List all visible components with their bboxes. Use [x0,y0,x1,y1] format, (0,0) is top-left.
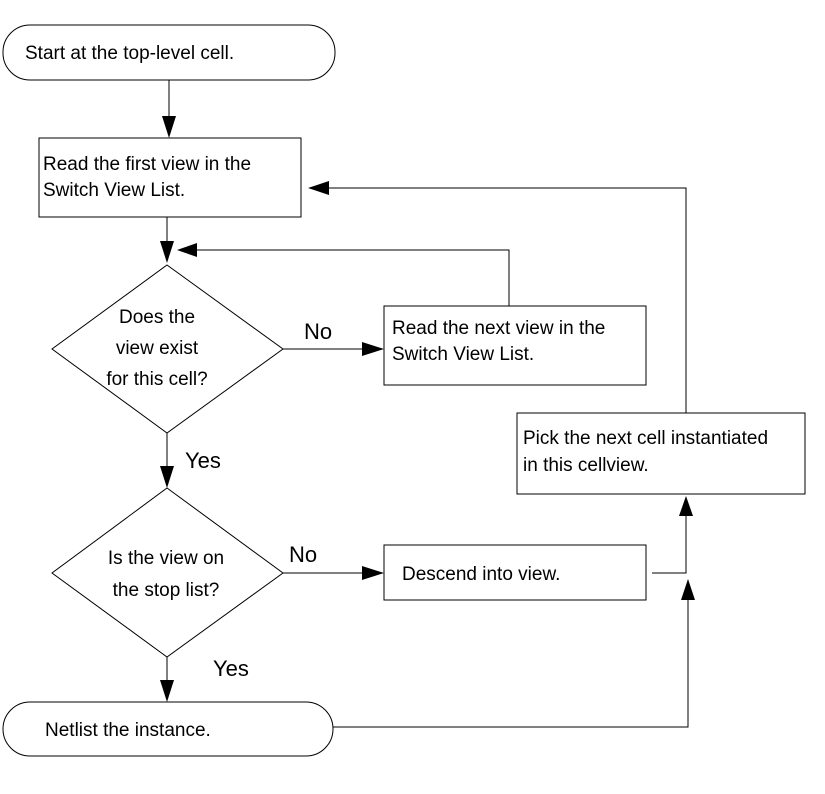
view-exists-no-label: No [304,319,332,344]
edge-pick-next-loop-back [308,181,687,413]
pick-next-cell-line-1: Pick the next cell instantiated [523,428,768,449]
arrowhead-left-icon [308,181,329,195]
stop-list-yes-label: Yes [213,656,249,681]
view-exists-line-1: Does the [119,307,195,328]
edge-view-exists-yes [160,433,174,488]
stop-list-no-label: No [289,542,317,567]
read-first-view-node: Read the first view in the Switch View L… [38,137,302,218]
start-node: Start at the top-level cell. [2,24,336,81]
arrowhead-up-icon [679,496,693,516]
netlist-line-1: Netlist the instance. [45,720,211,741]
edge-netlist-to-pick-next [333,579,695,728]
view-exists-line-2: view exist [116,338,199,359]
edge-start-to-read-first [162,80,176,138]
descend-node: Descend into view. [383,544,647,601]
stop-list-line-2: the stop list? [113,580,220,601]
arrowhead-right-icon [362,342,384,356]
view-exists-yes-label: Yes [185,448,221,473]
pick-next-cell-line-2: in this cellview. [523,455,649,476]
edge-stop-list-yes [160,657,174,702]
read-next-view-line-2: Switch View List. [392,344,534,365]
arrowhead-down-icon [160,680,174,702]
read-next-view-node: Read the next view in the Switch View Li… [383,305,647,386]
edge-stop-list-no [283,566,384,580]
stop-list-decision: Is the view on the stop list? [51,487,284,658]
pick-next-cell-node: Pick the next cell instantiated in this … [516,412,806,495]
netlist-node: Netlist the instance. [2,701,334,757]
arrowhead-down-icon [160,241,174,263]
edge-view-exists-no [283,342,384,356]
edge-descend-to-pick-next [652,496,693,574]
edge-read-first-to-view-exists [160,217,174,263]
read-first-view-line-2: Switch View List. [43,180,185,201]
edge-read-next-loop-back [177,243,510,306]
view-exists-line-3: for this cell? [106,369,207,390]
arrowhead-right-icon [362,566,384,580]
arrowhead-up-icon [681,579,695,600]
stop-list-line-1: Is the view on [108,548,224,569]
read-first-view-line-1: Read the first view in the [43,154,251,175]
descend-line-1: Descend into view. [402,564,560,585]
arrowhead-down-icon [162,116,176,138]
read-next-view-line-1: Read the next view in the [392,318,605,339]
start-node-line-1: Start at the top-level cell. [25,43,234,64]
arrowhead-down-icon [160,466,174,488]
arrowhead-left-icon [177,243,197,257]
view-exists-decision: Does the view exist for this cell? [51,264,284,434]
